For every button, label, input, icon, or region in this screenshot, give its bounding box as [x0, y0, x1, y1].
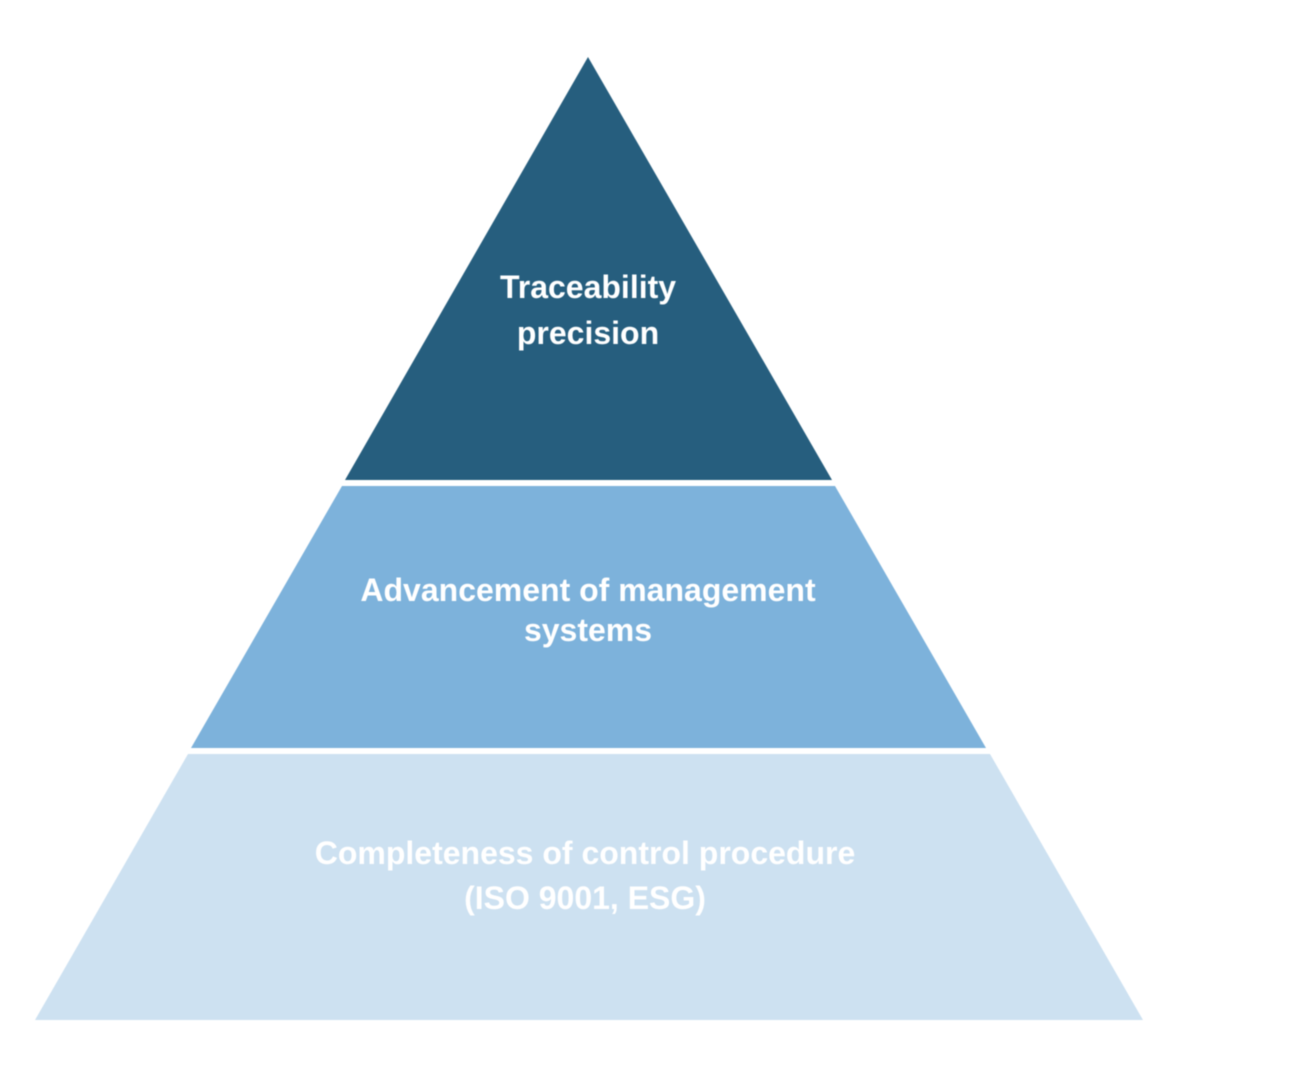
pyramid-tier-middle-label-line1: Advancement of management [360, 572, 816, 608]
pyramid-tier-bottom-label-line1: Completeness of control procedure [315, 835, 856, 871]
pyramid-tier-top-label-line1: Traceability [500, 269, 676, 305]
pyramid-tier-bottom-label-line2: (ISO 9001, ESG) [464, 880, 706, 916]
pyramid-tier-middle-label-line2: systems [524, 612, 652, 648]
pyramid-tier-bottom-shape [35, 754, 1143, 1020]
pyramid-tier-middle: Advancement of management systems [191, 486, 986, 748]
pyramid-tier-middle-shape [191, 486, 986, 748]
pyramid-tier-top-label-line2: precision [517, 315, 659, 351]
pyramid-tier-top-shape [345, 57, 832, 480]
pyramid-tier-bottom: Completeness of control procedure (ISO 9… [35, 754, 1143, 1020]
pyramid-tier-top: Traceability precision [345, 57, 832, 480]
